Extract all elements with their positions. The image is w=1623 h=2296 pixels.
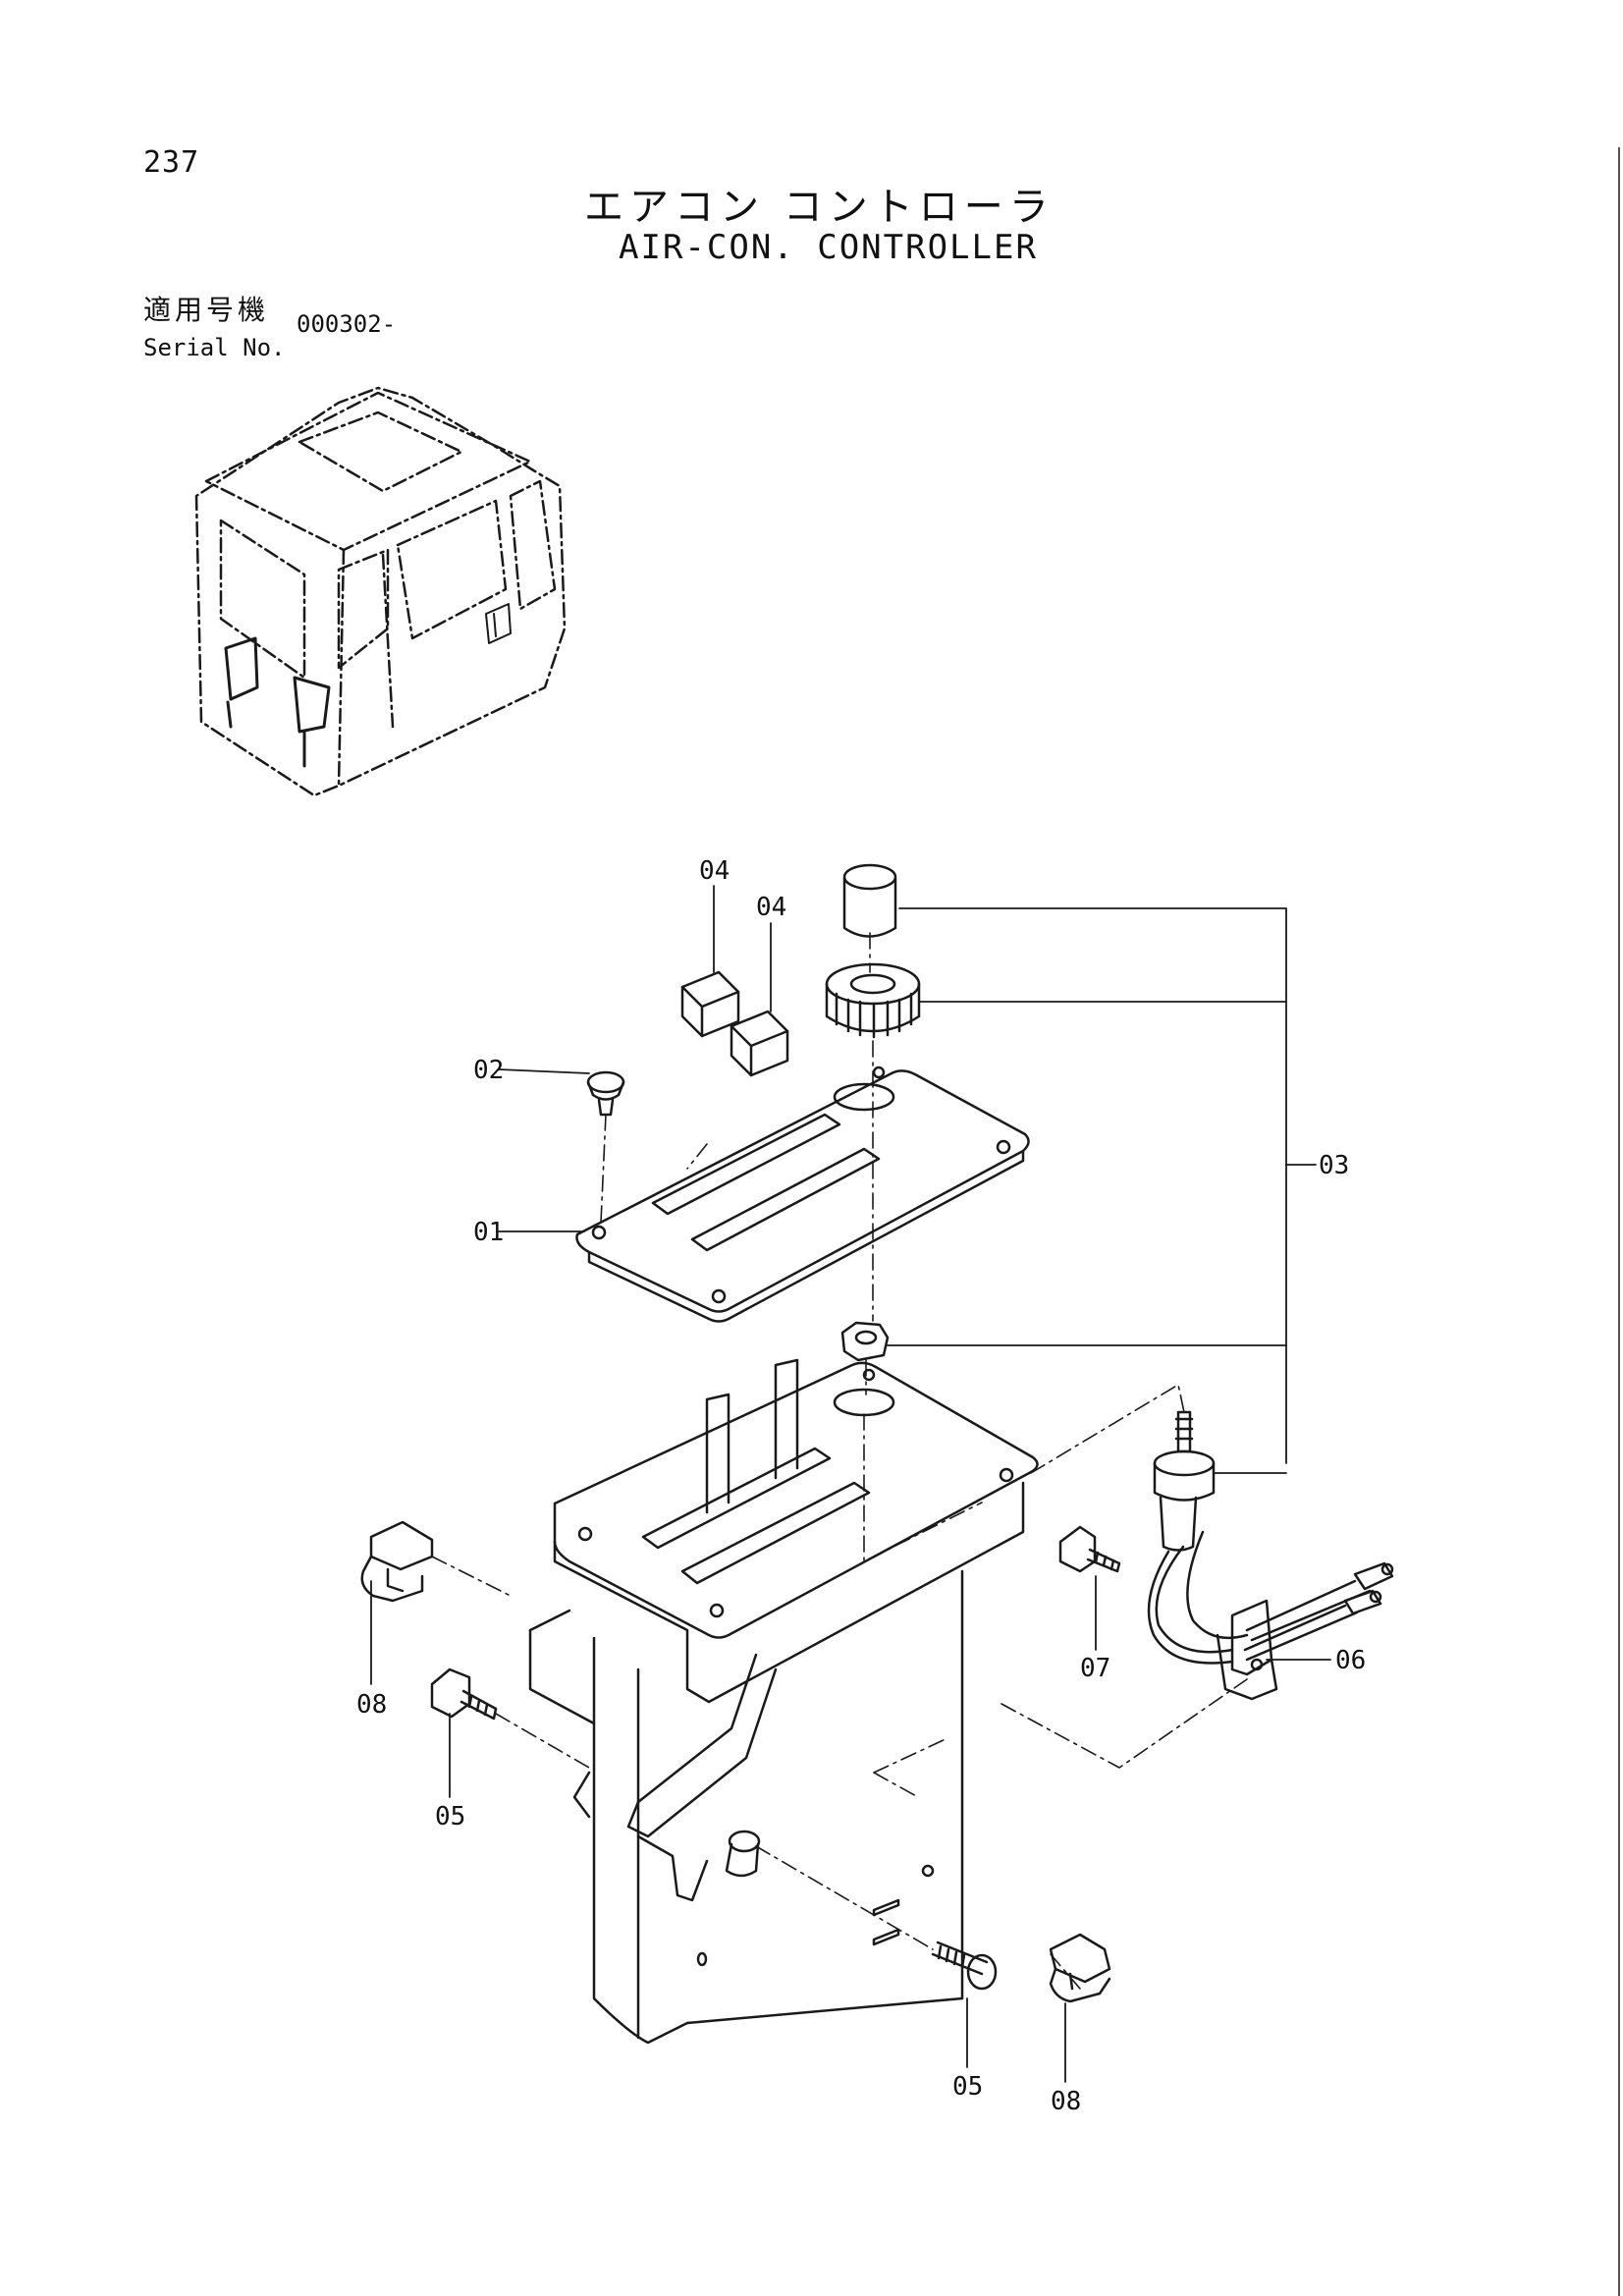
screw-part-05-lower <box>931 1941 998 1991</box>
title-japanese: エアコン コントローラ <box>584 185 1055 230</box>
serial-number-value: 000302- <box>297 310 397 338</box>
dial-cap-part-right <box>730 1010 789 1077</box>
screw-part-07 <box>1058 1525 1121 1573</box>
callout-labels: 04 04 02 01 03 07 06 08 05 05 08 <box>356 856 1366 2116</box>
callout-07: 07 <box>1080 1654 1110 1683</box>
assembly-axis-lines <box>431 932 1248 1990</box>
callout-05-upper: 05 <box>435 1802 465 1831</box>
knurled-knob-part <box>825 962 921 1039</box>
serial-label-english: Serial No. <box>143 334 286 361</box>
callout-01: 01 <box>473 1218 504 1247</box>
callout-06: 06 <box>1335 1646 1366 1675</box>
title-english: AIR-CON. CONTROLLER <box>619 228 1038 267</box>
callout-03: 03 <box>1319 1151 1349 1180</box>
cab-controller-marker <box>224 636 331 768</box>
rotary-switch-part <box>1147 1410 1394 1665</box>
callout-08-left: 08 <box>356 1690 387 1720</box>
controller-bracket-body <box>528 1358 1039 2045</box>
callout-02: 02 <box>473 1056 504 1085</box>
dial-cap-part-left <box>680 970 740 1038</box>
retainer-clip-part-left <box>360 1520 434 1603</box>
door-handle-icon <box>485 603 512 644</box>
knob-cap-part <box>842 863 897 938</box>
callout-05-lower: 05 <box>952 2072 983 2102</box>
top-cover-plate-part <box>575 1066 1030 1323</box>
hex-nut-part <box>840 1321 890 1362</box>
callout-04-right: 04 <box>756 893 786 922</box>
page-edge-rule <box>1618 147 1620 2296</box>
retainer-clip-part-right <box>1049 1933 1111 2003</box>
serial-label-japanese: 適用号機 <box>143 294 270 326</box>
cab-locator-sketch <box>194 386 567 797</box>
screw-part-05-upper <box>430 1667 498 1721</box>
callout-08-right: 08 <box>1051 2087 1081 2116</box>
push-button-part <box>586 1070 625 1117</box>
wire-clamp-part <box>1216 1599 1278 1701</box>
callout-04-left: 04 <box>699 856 730 886</box>
callout-leader-lines <box>370 885 1331 2083</box>
page-number: 237 <box>143 145 200 180</box>
